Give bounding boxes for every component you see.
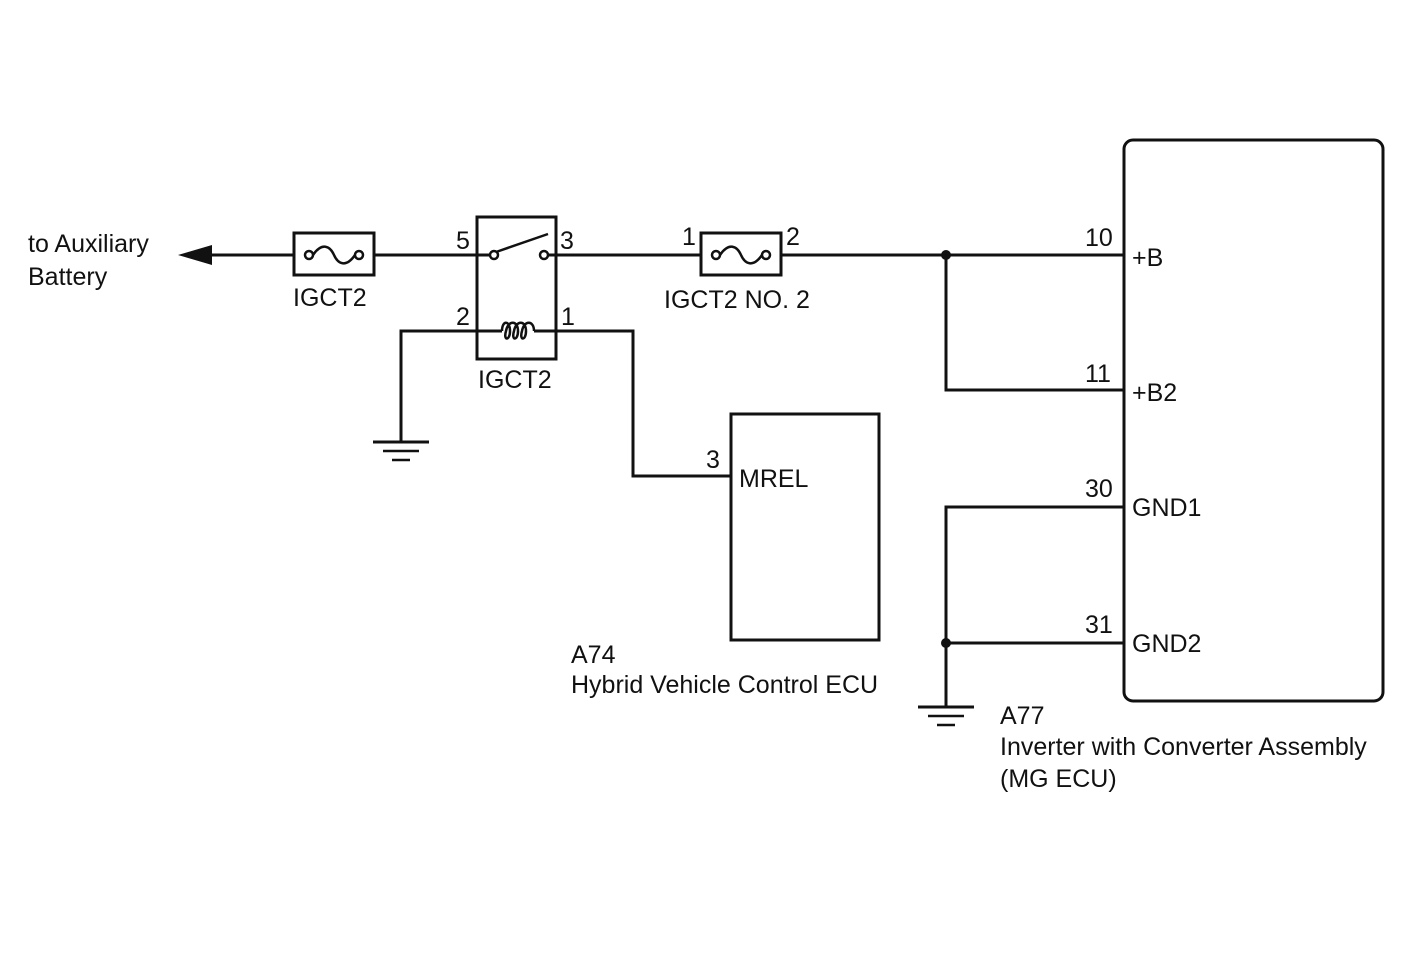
wire-relay-to-mrel [554, 329, 733, 478]
relay-pin-5: 5 [456, 227, 470, 255]
junction-dot-gnd [941, 638, 951, 648]
fuse-igct2-no2 [699, 231, 783, 277]
ecu-a77-pin-10-number: 10 [1085, 224, 1113, 252]
fuse-igct2-no2-icon [710, 245, 772, 265]
relay-pin-1: 1 [561, 303, 575, 331]
battery-label-line2: Battery [28, 263, 108, 291]
ecu-a77-pin-31-number: 31 [1085, 611, 1113, 639]
battery-arrow-icon [178, 245, 212, 265]
wire-relay-to-ground [399, 329, 479, 444]
ecu-a74-pin-number: 3 [706, 446, 720, 474]
relay-pin-2: 2 [456, 303, 470, 331]
fuse-igct2-icon [303, 245, 365, 265]
ecu-a74-pin-name: MREL [739, 465, 809, 493]
relay-switch-icon [477, 232, 556, 261]
fuse-igct2-label: IGCT2 [293, 284, 367, 312]
relay-igct2-label: IGCT2 [478, 366, 552, 394]
ecu-a74-code: A74 [571, 641, 616, 669]
fuse-igct2 [292, 231, 376, 277]
relay-pin-3: 3 [560, 227, 574, 255]
relay-igct2 [475, 215, 558, 361]
ecu-a77-pin-10-name: +B [1132, 244, 1163, 272]
relay-igct2-body [475, 215, 558, 361]
ground-icon-right [918, 705, 974, 727]
ecu-a77-pin-30-number: 30 [1085, 475, 1113, 503]
wire-gnd1 [944, 505, 1126, 709]
fuse-igct2-no2-label: IGCT2 NO. 2 [664, 286, 810, 314]
ecu-a77-pin-11-number: 11 [1085, 360, 1111, 388]
fuse-no2-pin-1: 1 [682, 223, 696, 251]
ecu-a74-box [729, 412, 881, 642]
fuse-no2-pin-2: 2 [786, 223, 800, 251]
ecu-a77-code: A77 [1000, 702, 1044, 730]
ecu-a77-pin-31-name: GND2 [1132, 630, 1201, 658]
ecu-a77-name-line2: (MG ECU) [1000, 765, 1117, 793]
ecu-a77-pin-30-name: GND1 [1132, 494, 1201, 522]
ecu-a77-pin-11-name: +B2 [1132, 379, 1177, 407]
wire-to-plus-b2 [944, 253, 1126, 392]
ground-icon-left [373, 440, 429, 462]
battery-label-line1: to Auxiliary [28, 230, 149, 258]
ecu-a77-name-line1: Inverter with Converter Assembly [1000, 733, 1367, 761]
ecu-a74-name: Hybrid Vehicle Control ECU [571, 671, 878, 699]
ecu-a77-box [1122, 138, 1385, 703]
relay-coil-icon [477, 321, 556, 340]
